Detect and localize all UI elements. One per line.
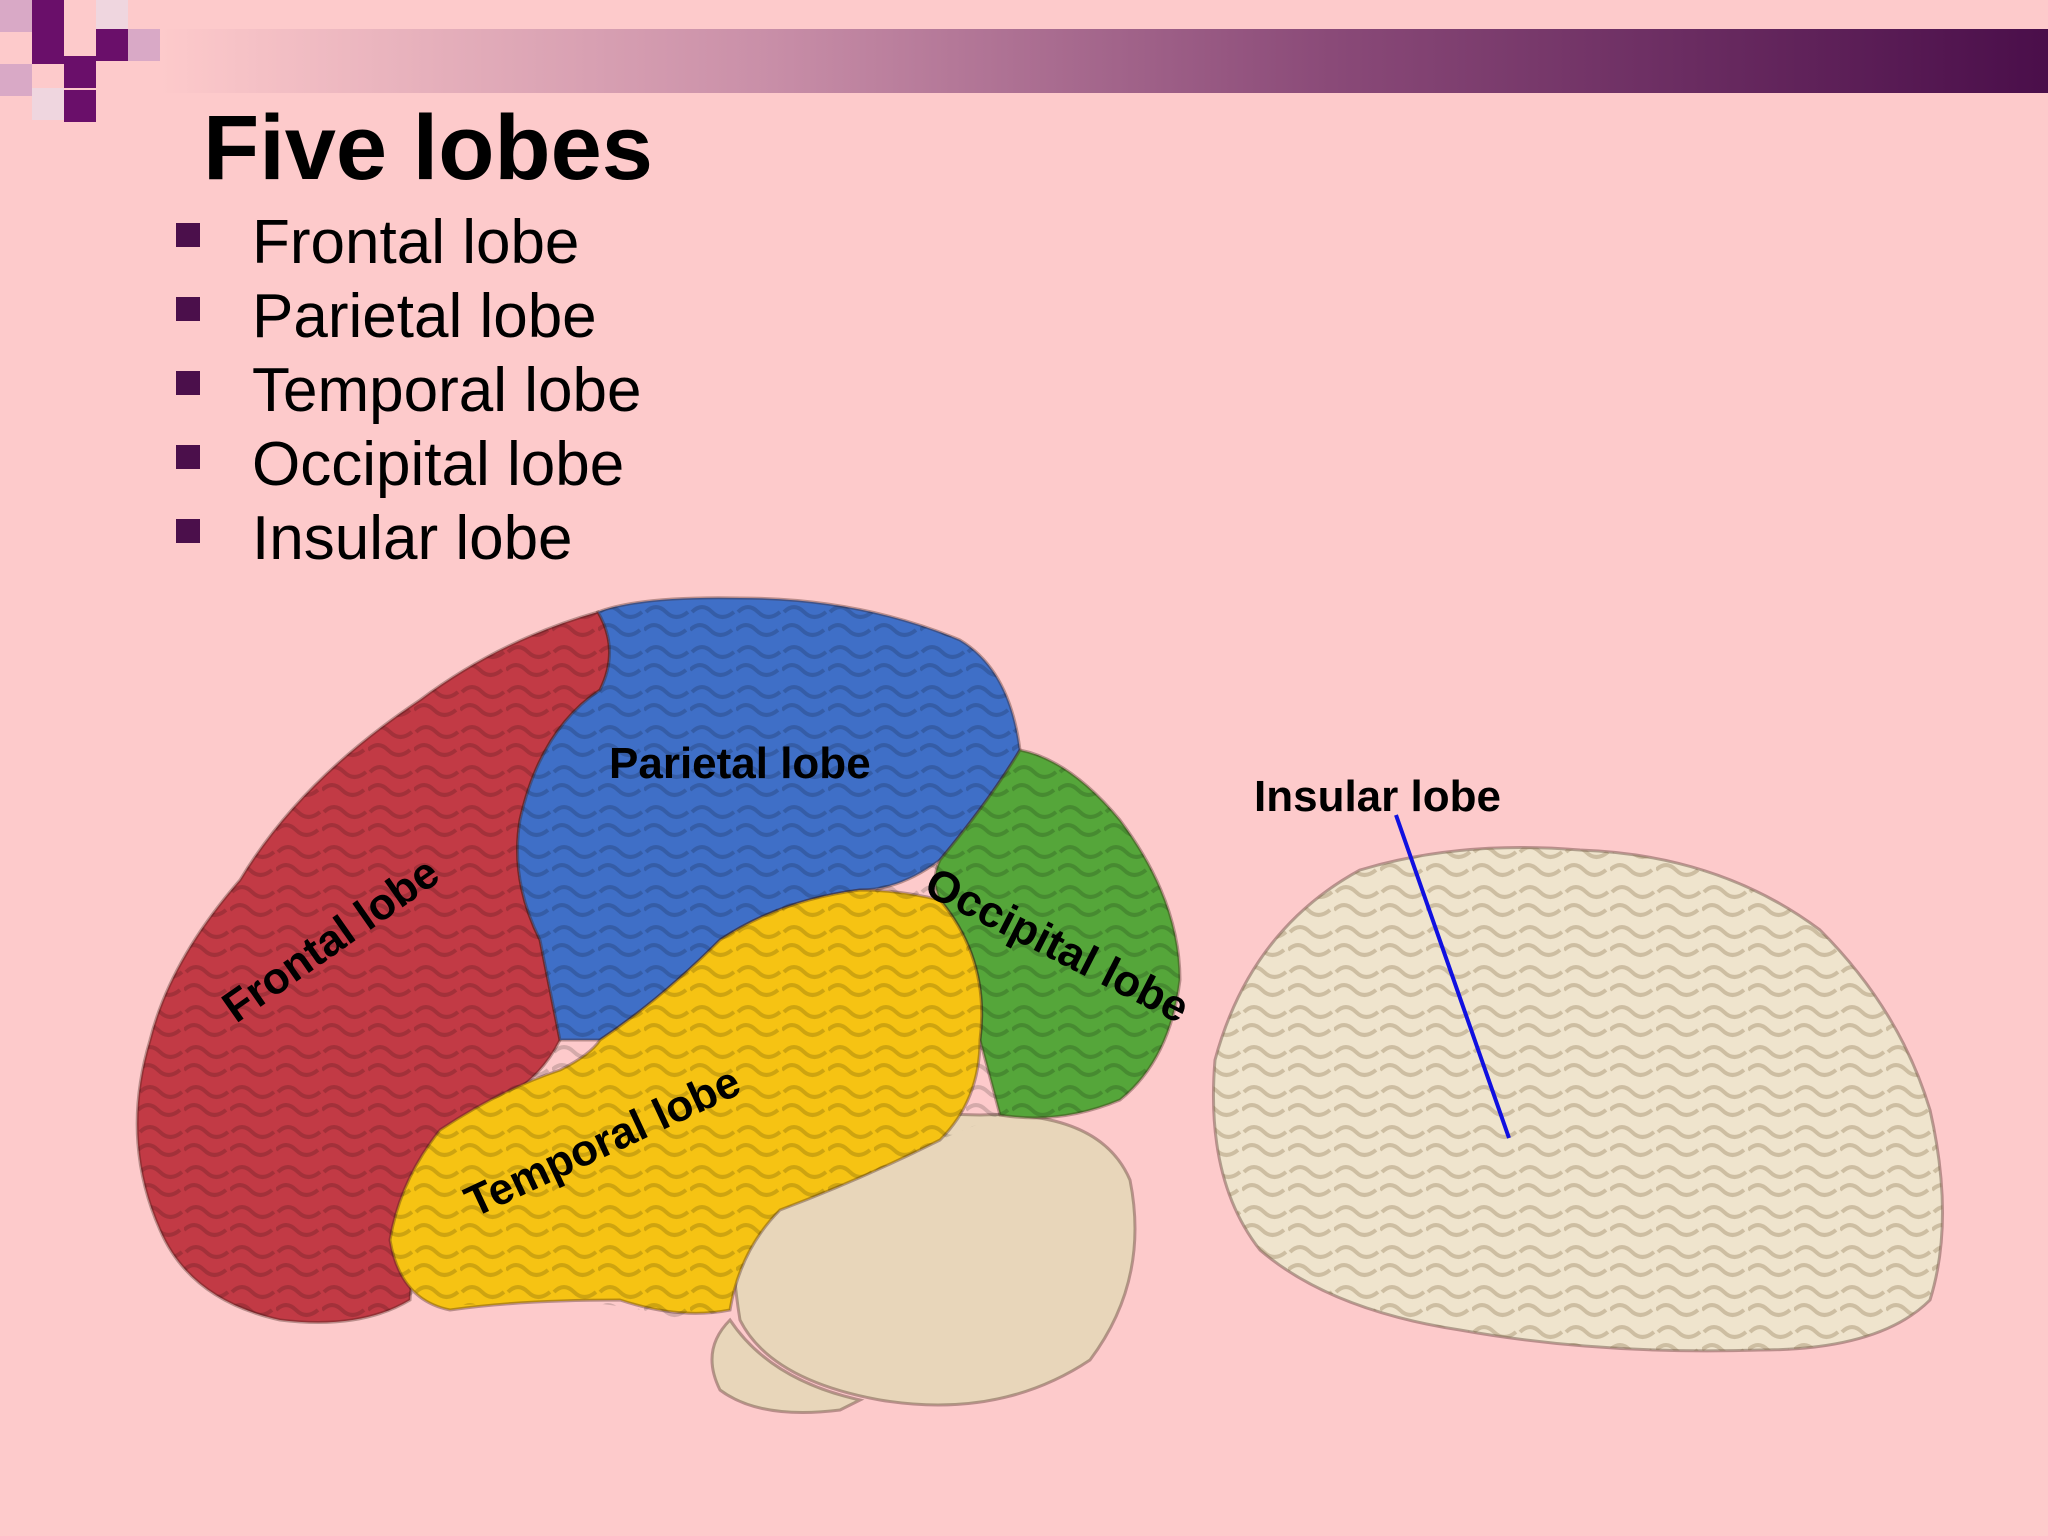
bullet-item: Insular lobe <box>176 501 641 575</box>
insula-brain-illustration <box>1211 814 1944 1353</box>
corner-square <box>96 0 128 32</box>
square-bullet-icon <box>176 519 200 543</box>
lobe-bullet-list: Frontal lobe Parietal lobe Temporal lobe… <box>176 205 641 575</box>
bullet-text: Frontal lobe <box>252 207 580 277</box>
header-gradient-band <box>160 29 2048 93</box>
slide-title: Five lobes <box>203 97 653 199</box>
bullet-item: Temporal lobe <box>176 353 641 427</box>
corner-square <box>64 90 96 122</box>
bullet-text: Parietal lobe <box>252 281 597 351</box>
gyri-texture-overlay <box>1213 847 1943 1351</box>
corner-square <box>0 0 32 32</box>
square-bullet-icon <box>176 223 200 247</box>
parietal-lobe-label: Parietal lobe <box>609 739 871 788</box>
square-bullet-icon <box>176 445 200 469</box>
bullet-item: Parietal lobe <box>176 279 641 353</box>
corner-square <box>32 88 64 120</box>
bullet-text: Occipital lobe <box>252 429 625 499</box>
corner-square <box>128 29 160 61</box>
brainstem-region <box>710 1317 865 1414</box>
bullet-text: Temporal lobe <box>252 355 642 425</box>
corner-square <box>64 56 96 88</box>
bullet-text: Insular lobe <box>252 503 573 573</box>
corner-square <box>32 32 64 64</box>
bullet-item: Occipital lobe <box>176 427 641 501</box>
insular-lobe-label: Insular lobe <box>1254 772 1501 821</box>
square-bullet-icon <box>176 297 200 321</box>
corner-square <box>32 0 64 32</box>
insular-pointer-line <box>1394 814 1511 1139</box>
square-bullet-icon <box>176 371 200 395</box>
bullet-item: Frontal lobe <box>176 205 641 279</box>
lateral-brain-illustration <box>135 596 1182 1414</box>
corner-square <box>0 64 32 96</box>
corner-square <box>96 29 128 61</box>
gyri-texture-overlay <box>137 597 1181 1323</box>
